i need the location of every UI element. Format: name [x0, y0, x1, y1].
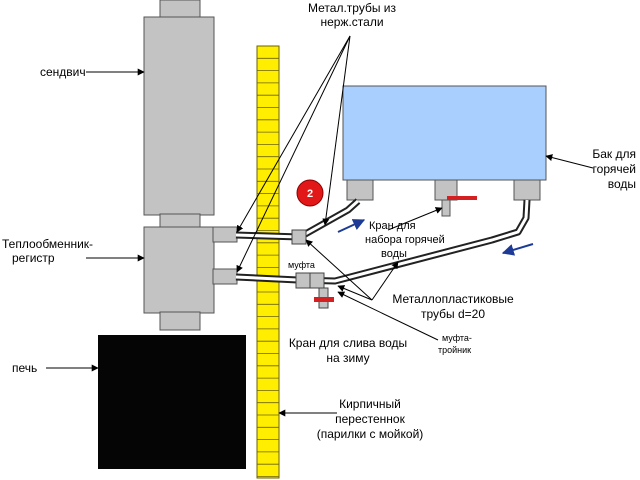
label-tee-2: тройник [438, 345, 471, 355]
label-tank-3: воды [608, 177, 636, 191]
label-metalplastic-2: трубы d=20 [421, 307, 485, 321]
label-fill-valve-2: набора горячей [365, 234, 445, 246]
label-brick-3: (парилки с мойкой) [317, 427, 424, 441]
label-drain-valve-1: Кран для слива воды [289, 336, 407, 350]
brick-partition [256, 45, 280, 479]
badge-number: 2 [307, 188, 313, 200]
flow-arrow-icon [501, 243, 534, 256]
label-brick-2: перестеннок [335, 412, 405, 426]
label-heat-exchanger-1: Теплообменник- [2, 237, 93, 251]
label-drain-valve-2: на зиму [326, 351, 369, 365]
sandwich-chimney [143, 0, 215, 229]
label-metal-pipes-1: Метал.трубы из [308, 1, 396, 15]
label-fill-valve-3: воды [381, 248, 407, 260]
label-metalplastic-1: Металлопластиковые [392, 292, 514, 306]
label-fill-valve-1: Кран для [369, 220, 416, 232]
label-tank-1: Бак для [592, 147, 636, 161]
label-tee-1: муфта- [442, 333, 472, 343]
leader-lines [46, 35, 594, 417]
heat-exchanger-register [143, 226, 238, 331]
tee-coupling [295, 272, 329, 309]
fill-valve-handle [447, 196, 477, 200]
label-metal-pipes-2: нерж.стали [320, 15, 383, 29]
label-sandwich: сендвич [40, 65, 86, 79]
label-coupling: муфта [288, 260, 315, 270]
numbered-circle-icon: 2 [296, 179, 324, 207]
label-brick-1: Кирпичный [339, 397, 401, 411]
hot-water-tank [342, 85, 547, 217]
flow-arrow-icon [337, 219, 366, 233]
label-tank-2: горячей [593, 162, 636, 176]
stove [98, 335, 246, 469]
label-stove: печь [12, 361, 37, 375]
drain-valve-handle [314, 297, 334, 302]
coupling-upper [291, 229, 307, 245]
label-heat-exchanger-2: регистр [12, 251, 55, 265]
